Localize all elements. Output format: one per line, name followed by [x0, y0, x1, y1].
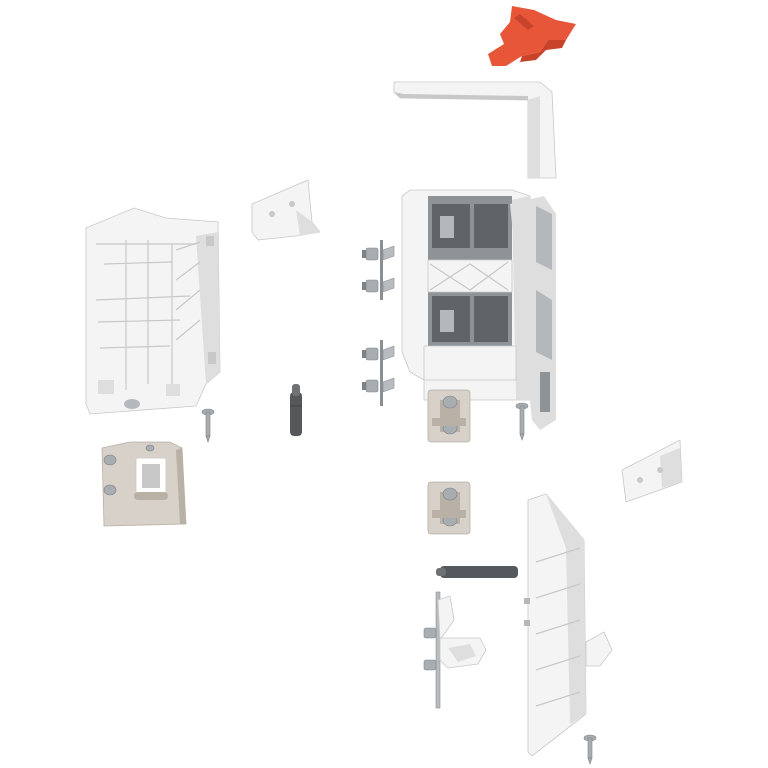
cover-cap-top [393, 81, 557, 179]
front-panel [524, 493, 613, 757]
screw-right [515, 402, 529, 441]
runner-mechanism-right [401, 189, 556, 430]
mounting-plate-left [101, 441, 187, 527]
rear-bracket-hook [423, 591, 487, 709]
adjuster-plate-lower [427, 481, 471, 535]
small-bracket-left [251, 179, 321, 241]
end-cap-left [85, 207, 221, 415]
release-clip [488, 6, 576, 66]
dowel-pin-lower [436, 566, 518, 578]
small-bracket-right [621, 439, 683, 503]
screw-bottom [583, 734, 597, 765]
mounting-clip-pair-lower [362, 340, 395, 406]
dowel-pin-left [290, 384, 302, 436]
mounting-clip-pair-upper [362, 240, 395, 300]
adjuster-plate-upper [427, 389, 471, 443]
screw-left [201, 408, 215, 443]
